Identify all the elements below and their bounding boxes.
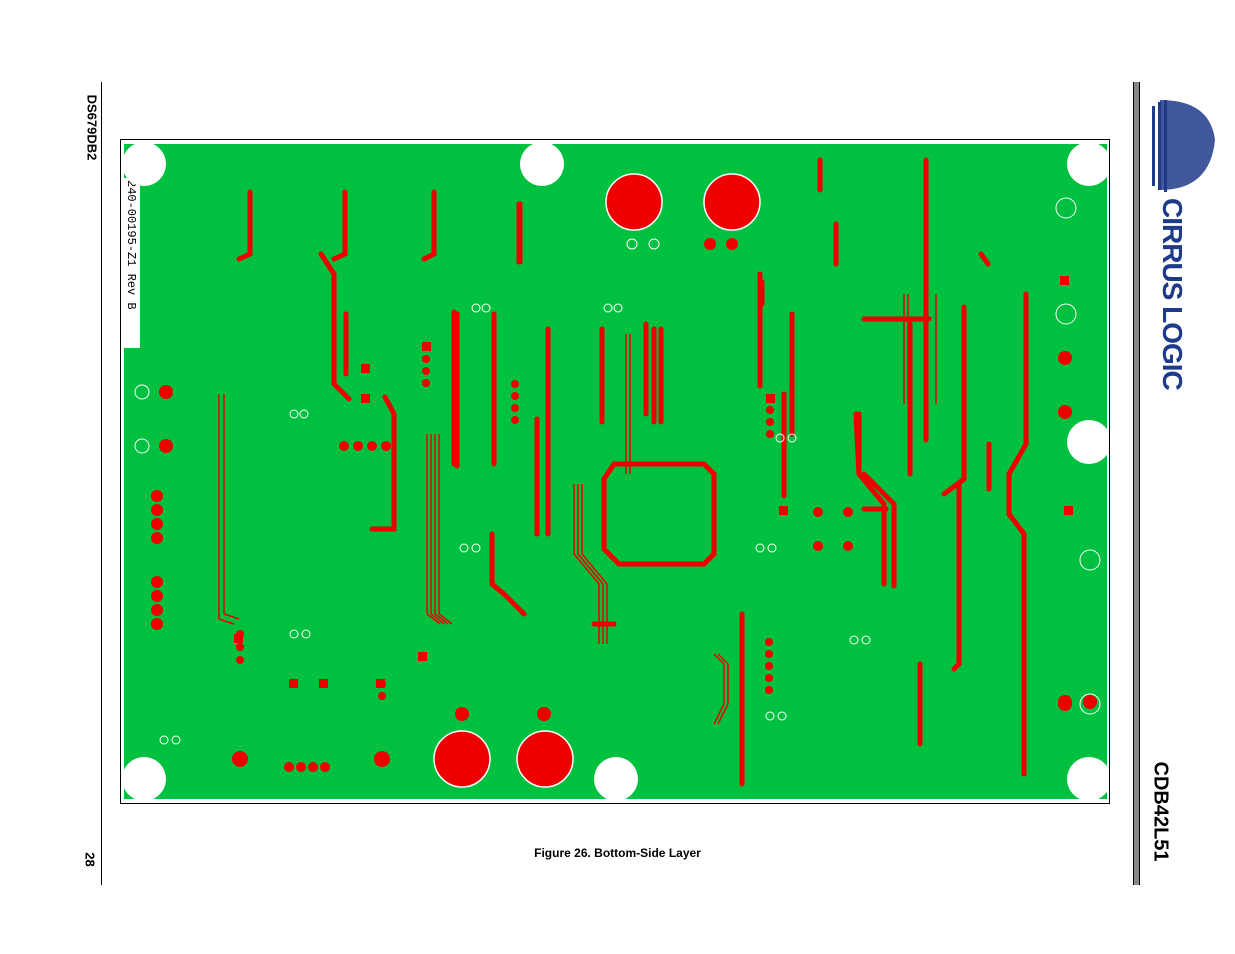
board-label: 240-00195-Z1 Rev B xyxy=(124,180,138,310)
right-rule xyxy=(1133,82,1140,885)
figure-caption: Figure 26. Bottom-Side Layer xyxy=(534,846,701,860)
pcb-bottom-layer: 240-00195-Z1 Rev B xyxy=(124,144,1107,799)
logo-text: CIRRUS LOGIC xyxy=(1157,198,1188,390)
left-rule xyxy=(101,82,102,885)
cirrus-logic-logo-icon xyxy=(1152,100,1215,192)
document-id: DS679DB2 xyxy=(84,94,100,161)
